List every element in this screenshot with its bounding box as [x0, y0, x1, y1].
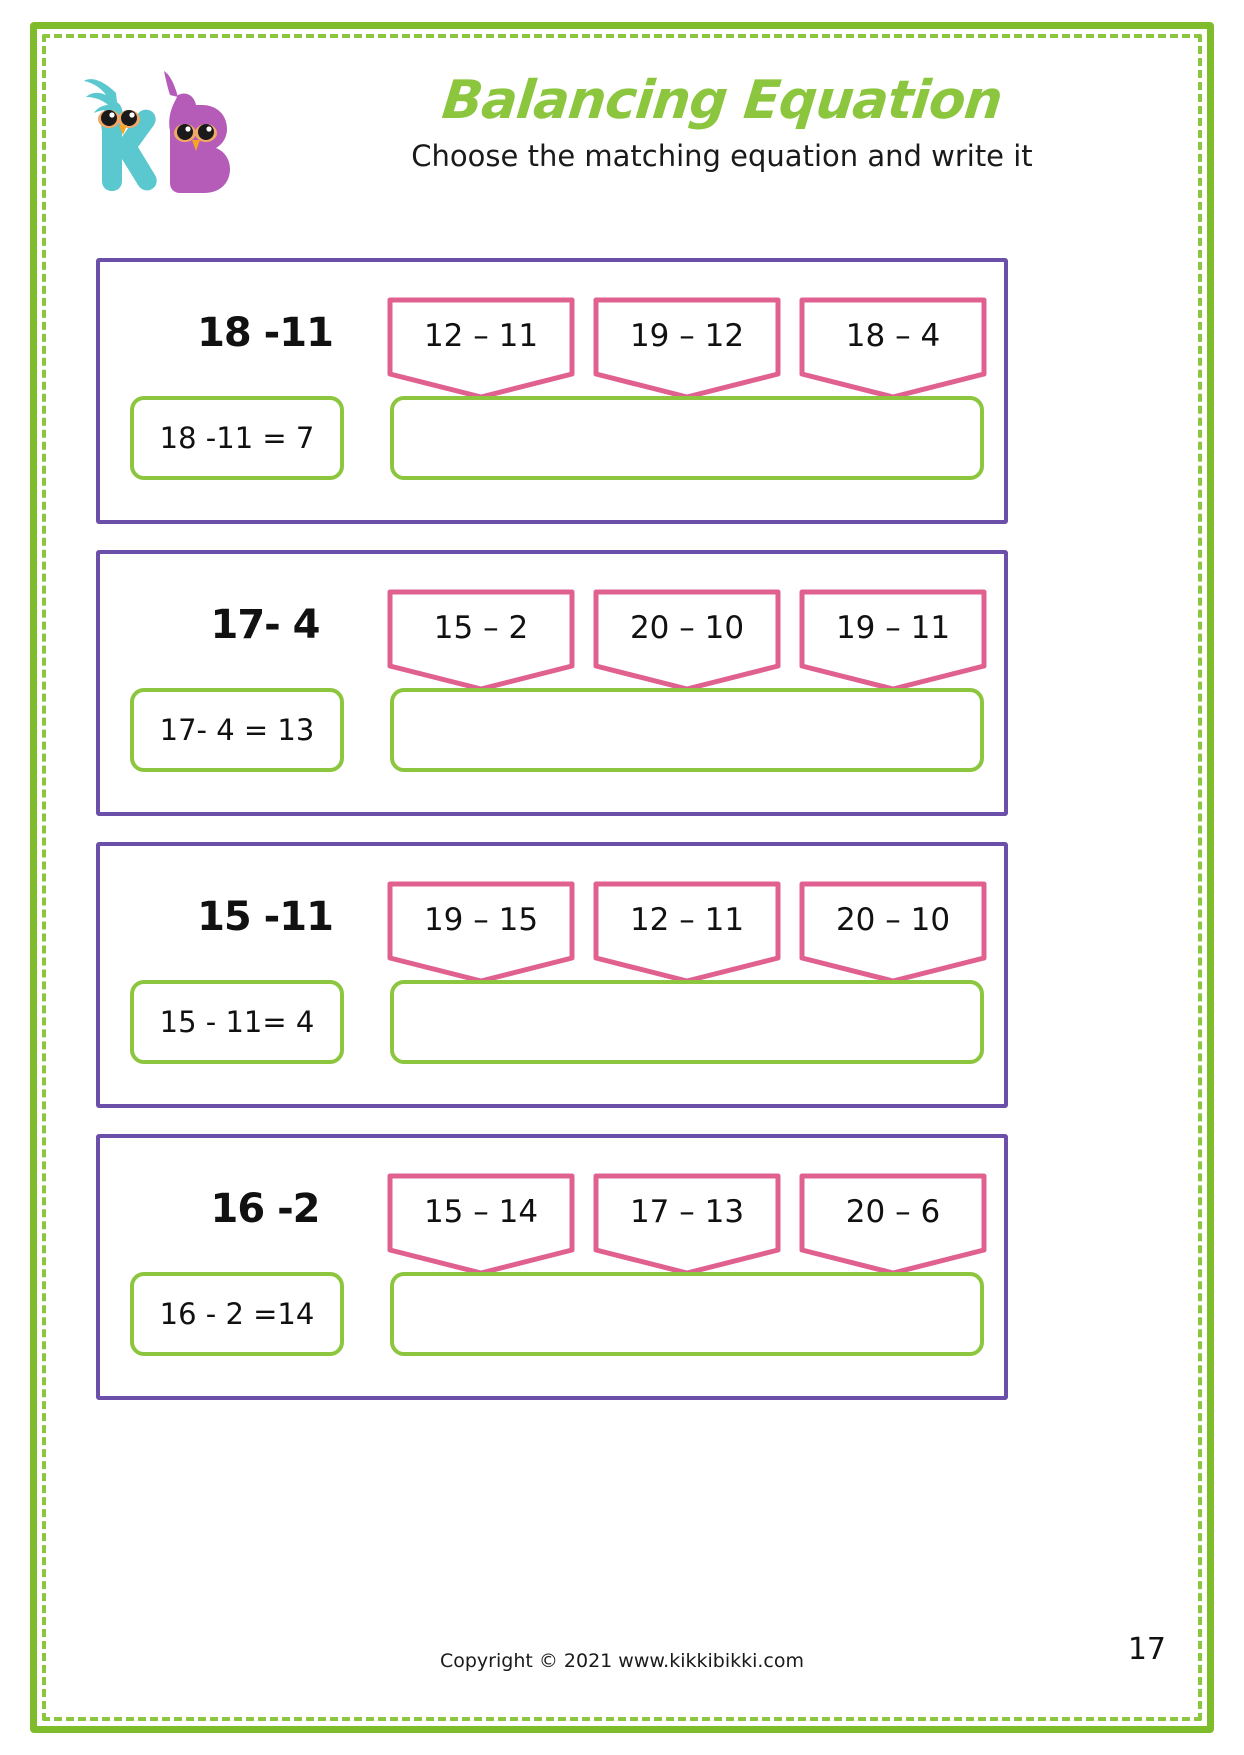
problem-row-bottom: 17- 4 = 13: [100, 688, 1004, 776]
title-block: Balancing Equation Choose the matching e…: [260, 70, 1184, 173]
option-banner-group: 15 – 14 17 – 13 20 – 6: [386, 1172, 988, 1277]
problem-expression: 16 -2: [210, 1186, 320, 1232]
banner-shape-icon: [387, 1173, 575, 1276]
problem-row-bottom: 16 - 2 =14: [100, 1272, 1004, 1360]
banner-shape-icon: [593, 1173, 781, 1276]
problem-row-top: 16 -2 15 – 14 17 – 13 20 – 6: [100, 1158, 1004, 1278]
option-banner-group: 15 – 2 20 – 10 19 – 11: [386, 588, 988, 693]
problem-expression: 18 -11: [197, 310, 334, 356]
given-equation-box: 16 - 2 =14: [130, 1272, 344, 1356]
banner-shape-icon: [593, 881, 781, 984]
option-banner[interactable]: 18 – 4: [798, 296, 988, 401]
given-equation-box: 15 - 11= 4: [130, 980, 344, 1064]
option-label: 18 – 4: [845, 318, 941, 354]
problem-row-top: 17- 4 15 – 2 20 – 10 19 – 11: [100, 574, 1004, 694]
option-label: 20 – 6: [845, 1194, 941, 1230]
problem-row: 18 -11 12 – 11 19 – 12 18 – 4: [96, 258, 1008, 524]
problem-row: 15 -11 19 – 15 12 – 11 20 – 10: [96, 842, 1008, 1108]
worksheet-header: Balancing Equation Choose the matching e…: [60, 55, 1184, 220]
banner-shape-icon: [799, 881, 987, 984]
option-label: 12 – 11: [423, 318, 539, 354]
given-equation-box: 18 -11 = 7: [130, 396, 344, 480]
problem-expression: 15 -11: [197, 894, 334, 940]
option-banner-group: 12 – 11 19 – 12 18 – 4: [386, 296, 988, 401]
problem-row-top: 15 -11 19 – 15 12 – 11 20 – 10: [100, 866, 1004, 986]
option-banner[interactable]: 15 – 2: [386, 588, 576, 693]
page-number: 17: [1127, 1632, 1166, 1667]
problem-expression: 17- 4: [210, 602, 320, 648]
banner-shape-icon: [387, 881, 575, 984]
answer-write-field[interactable]: [390, 1272, 984, 1356]
answer-write-field[interactable]: [390, 396, 984, 480]
answer-write-field[interactable]: [390, 688, 984, 772]
option-label: 12 – 11: [629, 902, 745, 938]
option-banner-group: 19 – 15 12 – 11 20 – 10: [386, 880, 988, 985]
copyright-text: Copyright © 2021 www.kikkibikki.com: [439, 1650, 805, 1672]
problem-row-bottom: 18 -11 = 7: [100, 396, 1004, 484]
option-banner[interactable]: 17 – 13: [592, 1172, 782, 1277]
option-label: 15 – 14: [423, 1194, 539, 1230]
option-banner[interactable]: 12 – 11: [592, 880, 782, 985]
option-label: 17 – 13: [629, 1194, 745, 1230]
banner-shape-icon: [593, 589, 781, 692]
option-label: 19 – 15: [423, 902, 539, 938]
option-banner[interactable]: 20 – 10: [592, 588, 782, 693]
problem-row: 16 -2 15 – 14 17 – 13 20 – 6: [96, 1134, 1008, 1400]
worksheet-footer: Copyright © 2021 www.kikkibikki.com 17: [60, 1632, 1184, 1700]
option-banner[interactable]: 19 – 11: [798, 588, 988, 693]
option-banner[interactable]: 19 – 12: [592, 296, 782, 401]
logo-birds-icon: [84, 71, 230, 193]
banner-shape-icon: [593, 297, 781, 400]
option-banner[interactable]: 15 – 14: [386, 1172, 576, 1277]
page-border-inner-dashed: [42, 34, 1202, 1721]
kikkibikki-logo: [78, 63, 248, 198]
banner-shape-icon: [387, 589, 575, 692]
problem-row-bottom: 15 - 11= 4: [100, 980, 1004, 1068]
banner-shape-icon: [799, 297, 987, 400]
page-border-outer: [30, 22, 1214, 1733]
page-subtitle: Choose the matching equation and write i…: [411, 138, 1033, 173]
given-equation-box: 17- 4 = 13: [130, 688, 344, 772]
problem-row: 17- 4 15 – 2 20 – 10 19 – 11: [96, 550, 1008, 816]
option-label: 15 – 2: [433, 610, 529, 646]
banner-shape-icon: [387, 297, 575, 400]
option-label: 20 – 10: [835, 902, 951, 938]
option-banner[interactable]: 20 – 6: [798, 1172, 988, 1277]
option-label: 19 – 11: [835, 610, 951, 646]
problem-row-top: 18 -11 12 – 11 19 – 12 18 – 4: [100, 282, 1004, 402]
option-label: 20 – 10: [629, 610, 745, 646]
option-banner[interactable]: 19 – 15: [386, 880, 576, 985]
option-banner[interactable]: 20 – 10: [798, 880, 988, 985]
option-label: 19 – 12: [629, 318, 745, 354]
banner-shape-icon: [799, 589, 987, 692]
banner-shape-icon: [799, 1173, 987, 1276]
page-title: Balancing Equation: [439, 70, 1005, 131]
answer-write-field[interactable]: [390, 980, 984, 1064]
option-banner[interactable]: 12 – 11: [386, 296, 576, 401]
problem-list: 18 -11 12 – 11 19 – 12 18 – 4: [96, 258, 1008, 1426]
